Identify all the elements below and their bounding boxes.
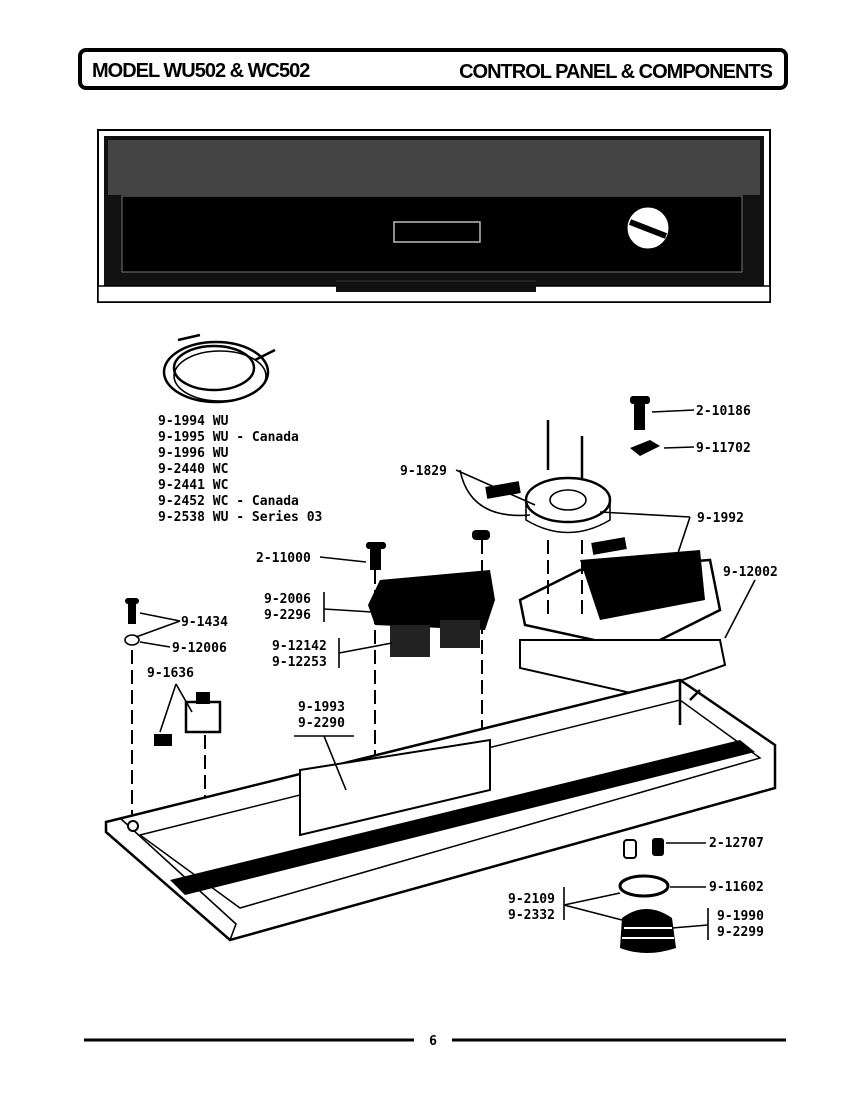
callout-2-11000: 2-11000 bbox=[256, 551, 311, 566]
callout-9-2006: 9-2006 bbox=[264, 592, 311, 607]
callout-9-11602: 9-11602 bbox=[709, 880, 764, 895]
callout-2-12707: 2-12707 bbox=[709, 836, 764, 851]
callout-9-2109: 9-2109 bbox=[508, 892, 555, 907]
callout-9-12006: 9-12006 bbox=[172, 641, 227, 656]
knob-parts bbox=[618, 838, 676, 953]
callout-9-2332: 9-2332 bbox=[508, 908, 555, 923]
timer-assembly bbox=[459, 420, 727, 697]
model-title: MODEL WU502 & WC502 bbox=[92, 60, 310, 82]
control-panel-photo bbox=[97, 129, 771, 303]
callout-9-1636: 9-1636 bbox=[147, 666, 194, 681]
callout-2-10186: 2-10186 bbox=[696, 404, 751, 419]
callout-9-12253: 9-12253 bbox=[272, 655, 327, 670]
switch-assembly bbox=[366, 530, 495, 840]
callout-9-2299: 9-2299 bbox=[717, 925, 764, 940]
harness-part-list: 9-1994 WU 9-1995 WU - Canada 9-1996 WU 9… bbox=[158, 414, 322, 525]
harness-part: 9-2440 WC bbox=[158, 462, 228, 477]
page-footer: 6 bbox=[84, 1034, 786, 1049]
callout-9-2290: 9-2290 bbox=[298, 716, 345, 731]
harness-part: 9-2452 WC - Canada bbox=[158, 494, 299, 509]
callout-9-1993: 9-1993 bbox=[298, 700, 345, 715]
wire-harness-illustration bbox=[162, 333, 276, 404]
callout-9-12002: 9-12002 bbox=[723, 565, 778, 580]
section-title: CONTROL PANEL & COMPONENTS bbox=[459, 61, 773, 83]
harness-part: 9-1995 WU - Canada bbox=[158, 430, 299, 445]
page-number: 6 bbox=[429, 1034, 437, 1049]
callout-9-12142: 9-12142 bbox=[272, 639, 327, 654]
callout-9-1434: 9-1434 bbox=[181, 615, 228, 630]
switch-9-1636 bbox=[154, 683, 222, 870]
header-box: MODEL WU502 & WC502 CONTROL PANEL & COMP… bbox=[78, 48, 788, 90]
control-panel-base bbox=[104, 678, 777, 942]
screw-2-10186 bbox=[630, 396, 695, 430]
screw-and-washer bbox=[124, 598, 140, 820]
callout-9-11702: 9-11702 bbox=[696, 441, 751, 456]
harness-part: 9-1996 WU bbox=[158, 446, 229, 461]
harness-part: 9-2441 WC bbox=[158, 478, 228, 493]
callout-9-1829: 9-1829 bbox=[400, 464, 447, 479]
callout-9-2296: 9-2296 bbox=[264, 608, 311, 623]
callout-9-1992: 9-1992 bbox=[697, 511, 744, 526]
harness-part: 9-2538 WU - Series 03 bbox=[158, 510, 322, 525]
harness-part: 9-1994 WU bbox=[158, 414, 229, 429]
callout-9-1990: 9-1990 bbox=[717, 909, 764, 924]
clip-icon bbox=[630, 440, 660, 456]
